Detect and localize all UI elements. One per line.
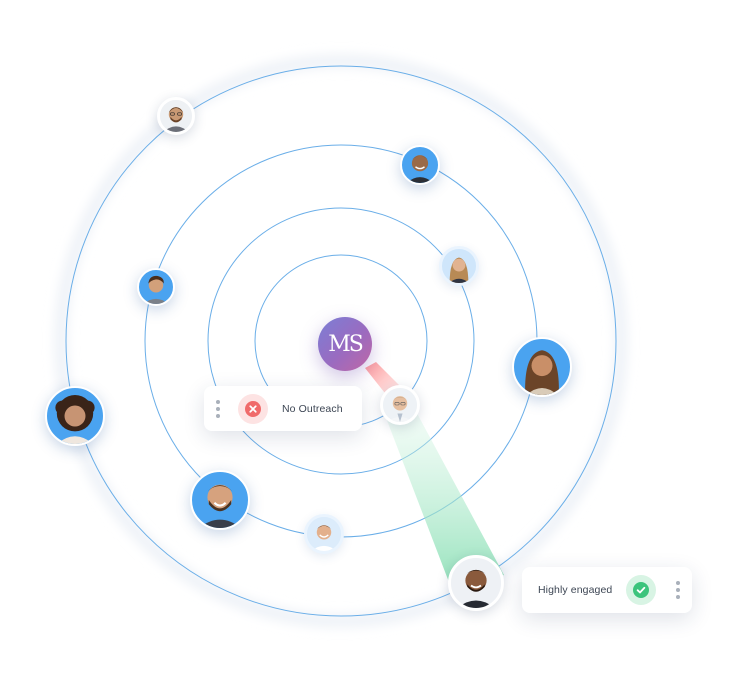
avatar-woman-blonde[interactable] — [439, 246, 479, 286]
avatar-man-engaged[interactable] — [448, 555, 504, 611]
orbit-ring-1 — [65, 65, 617, 617]
avatar-woman-right[interactable] — [512, 337, 572, 397]
more-options-icon[interactable] — [676, 581, 681, 599]
avatar-smiling-man-top-right[interactable] — [400, 145, 440, 185]
more-options-icon[interactable] — [216, 399, 220, 418]
avatar-man-grinning[interactable] — [304, 514, 344, 554]
highly-engaged-label: Highly engaged — [538, 584, 613, 596]
no-outreach-card[interactable]: No Outreach — [204, 386, 362, 431]
check-icon — [633, 582, 650, 598]
avatar-man-short-hair[interactable] — [380, 385, 420, 425]
highly-engaged-card[interactable]: Highly engaged — [522, 567, 692, 613]
close-icon — [245, 400, 261, 417]
avatar-woman-curly-hair[interactable] — [45, 386, 105, 446]
avatar-man-glasses-beard[interactable] — [157, 97, 195, 135]
outer-ring-glow — [56, 56, 626, 626]
brand-monogram: MS — [328, 331, 364, 357]
green-engagement-beam — [383, 404, 504, 590]
no-outreach-status-badge — [238, 393, 268, 424]
avatar-man-left[interactable] — [137, 268, 175, 306]
no-outreach-label: No Outreach — [282, 402, 343, 415]
avatar-man-beard-laughing[interactable] — [190, 470, 250, 530]
orbit-ring-3 — [207, 207, 475, 475]
highly-engaged-status-badge — [626, 575, 657, 605]
brand-hub-logo: MS — [318, 317, 372, 371]
